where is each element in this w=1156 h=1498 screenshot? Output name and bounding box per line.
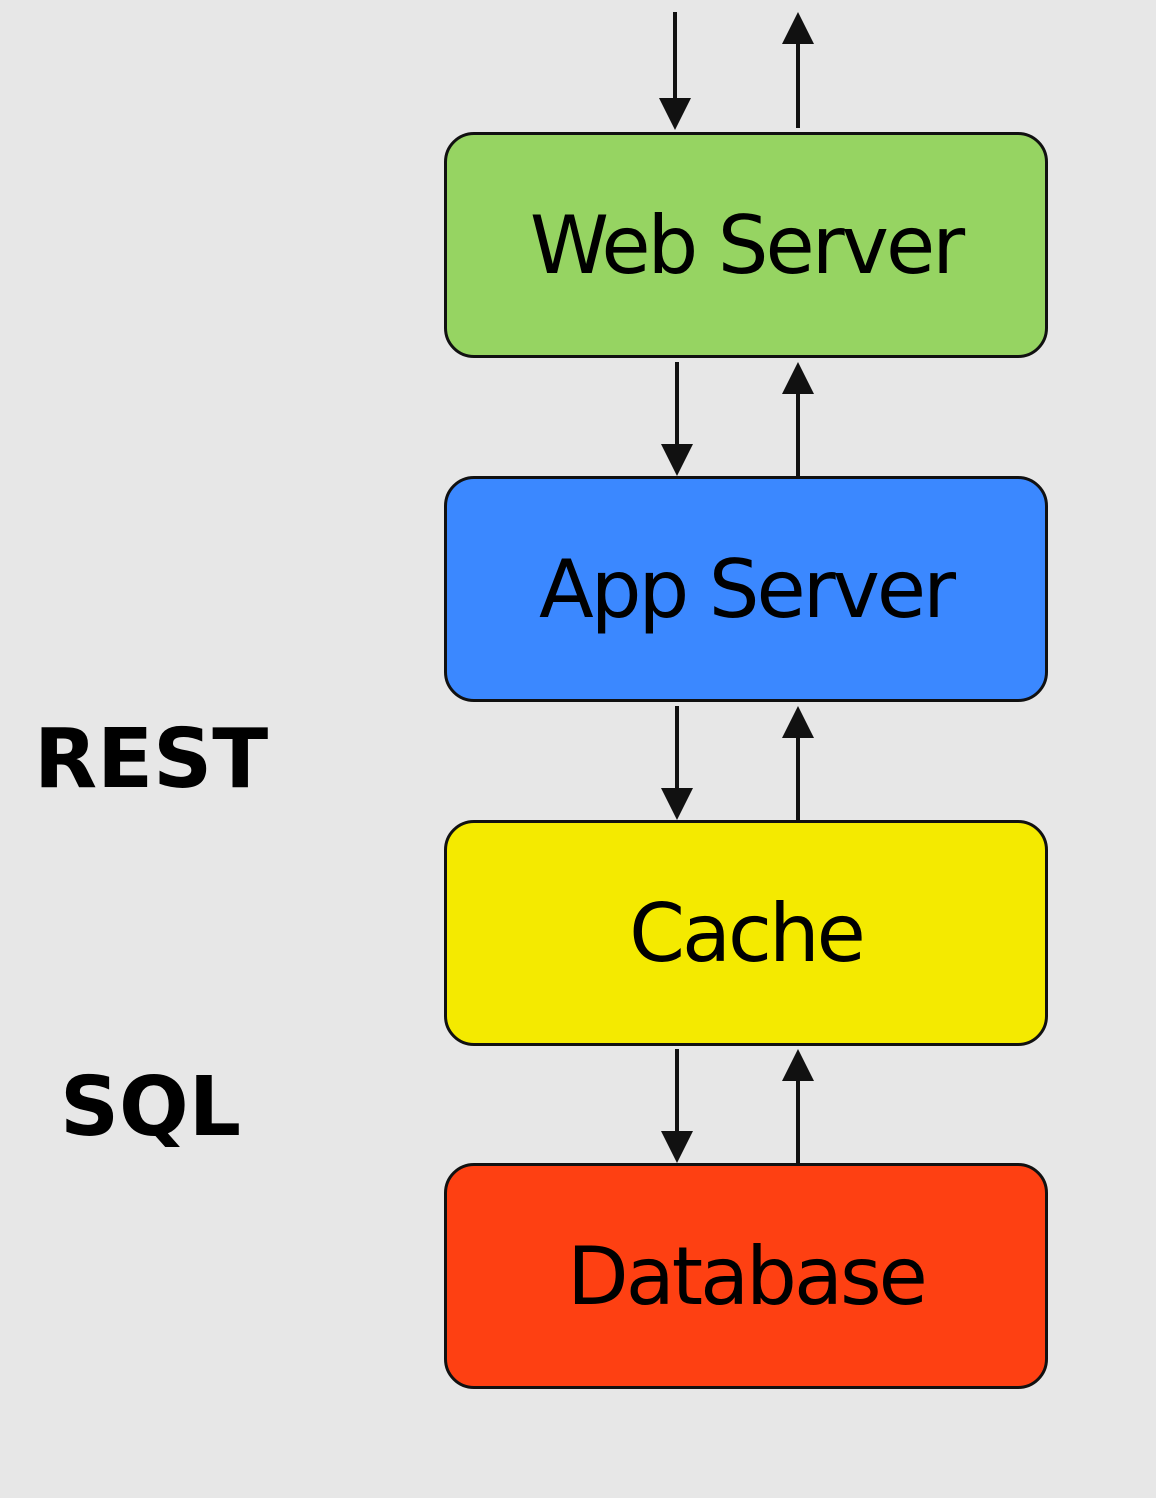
web-server-label: Web Server	[529, 198, 965, 292]
database-node: Database	[444, 1163, 1048, 1389]
cache-node: Cache	[444, 820, 1048, 1046]
web-server-node: Web Server	[444, 132, 1048, 358]
cache-label: Cache	[629, 886, 866, 980]
sql-protocol-label: SQL	[60, 1060, 242, 1155]
database-label: Database	[567, 1229, 928, 1323]
app-server-node: App Server	[444, 476, 1048, 702]
rest-protocol-label: REST	[34, 712, 269, 807]
app-server-label: App Server	[538, 542, 956, 636]
